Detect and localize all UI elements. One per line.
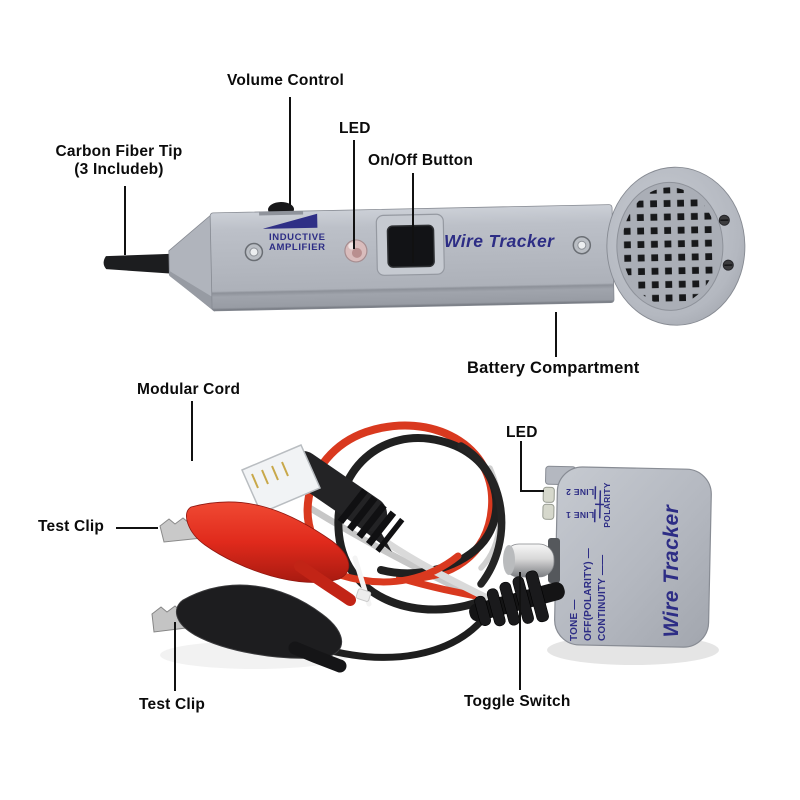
leader-test-clip-red [116,527,158,529]
leader-on-off-button [412,173,414,263]
label-volume-control: Volume Control [227,72,345,89]
on-off-button [375,213,445,276]
label-toggle-switch: Toggle Switch [464,693,571,710]
speaker-holes [621,187,718,306]
volume-recess [259,211,304,216]
modular-plug [241,444,405,553]
box-led-1 [542,486,555,503]
leader-led-probe [353,140,355,249]
boot-ribs [337,488,405,553]
black-clip-wire [316,614,488,661]
cord-strain-relief [469,570,565,627]
zip-tie [352,555,372,607]
label-modular-cord: Modular Cord [137,381,241,398]
box-print-tone: TONE — [569,599,580,641]
label-on-off-button: On/Off Button [368,152,474,169]
red-clip-body [186,501,350,583]
probe-print-inductive-line2: AMPLIFIER [269,242,326,253]
leader-volume-control [289,97,291,205]
probe-print-inductive: INDUCTIVE AMPLIFIER [269,233,326,253]
toggle-switch [503,538,560,583]
black-wire-loop [334,434,501,614]
label-carbon-tip-line2: (3 Includeb) [74,161,164,178]
tone-generator [542,465,712,648]
leader-toggle-switch [519,572,521,690]
label-battery-compartment: Battery Compartment [467,359,640,377]
leader-test-clip-black [174,622,176,691]
red-clip-wire [336,552,462,586]
leader-carbon-tip [124,186,126,255]
box-print-brand: Wire Tracker [660,504,683,638]
volume-triangle [262,213,318,229]
leader-led-toner-v [520,441,522,492]
leader-led-toner-h [520,490,544,492]
box-print-continuity: CONTINUITY —— [597,554,608,641]
leader-battery [555,312,557,357]
plug-clear-body [241,444,321,514]
body-screw-left [244,242,264,262]
body-screw-right [572,235,592,255]
red-clip-lever [294,560,356,606]
carbon-fiber-tip [103,253,174,274]
black-test-clip [151,584,347,673]
inductive-amplifier-probe [103,166,746,326]
plug-contacts [251,461,289,489]
probe-print-brand: Wire Tracker [444,231,555,251]
label-carbon-tip-line1: Carbon Fiber Tip [55,143,183,160]
box-led-2 [542,503,555,520]
black-wire-outer [457,442,506,588]
probe-print-inductive-line1: INDUCTIVE [269,232,326,243]
label-carbon-tip: Carbon Fiber Tip (3 Includeb) [35,143,203,179]
label-test-clip-red: Test Clip [38,518,105,535]
red-test-clip [159,501,356,606]
probe-led [344,239,368,263]
label-led-probe: LED [339,120,371,137]
probe-nose-chamfer [169,270,215,311]
box-print-off-polarity: OFF(POLARITY) — [583,548,594,641]
leader-modular-cord [191,401,193,461]
label-led-toner: LED [506,424,538,441]
gray-wire [306,504,476,599]
label-test-clip-black: Test Clip [139,696,206,713]
box-print-switch-modes: TONE — OFF(POLARITY) — CONTINUITY —— [568,517,610,641]
head-screws [718,214,734,271]
box-print-line2: LINE 2 [565,487,595,497]
line-brackets [593,486,605,523]
black-clip-lever [288,641,347,673]
